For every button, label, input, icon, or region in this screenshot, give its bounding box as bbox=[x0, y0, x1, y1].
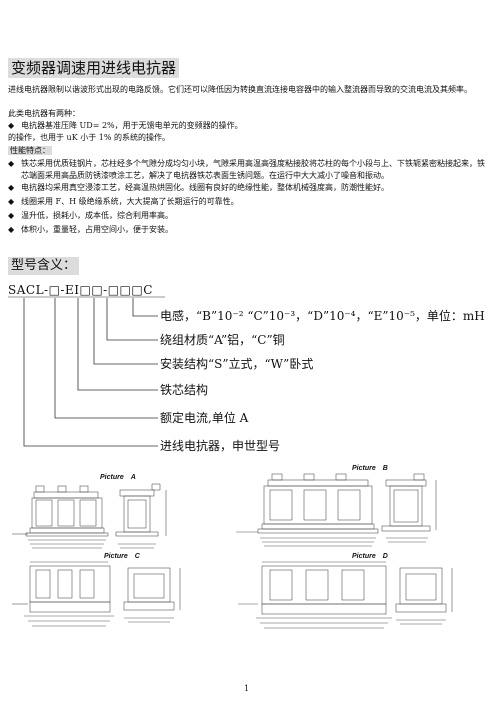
picture-d-caption: Picture D bbox=[352, 553, 388, 560]
model-connector-lines bbox=[8, 296, 165, 447]
feature-item-1: 铁芯采用优质硅钢片，芯柱经多个气隙分成均匀小块，气隙采用高温高强度粘接胶将芯柱的… bbox=[8, 158, 490, 182]
drawing-picture-c bbox=[12, 561, 181, 627]
drawing-picture-b bbox=[236, 473, 437, 547]
page-number: 1 bbox=[244, 684, 250, 693]
model-label-rated-current: 额定电流,单位 A bbox=[160, 411, 249, 425]
feature-item-3: 线圈采用 F、H 级绝缘系统，大大提高了长期运行的可靠性。 bbox=[8, 196, 490, 208]
intro-paragraph-1: 进线电抗器限制以谐波形式出现的电路反馈。它们还可以降低因为转换直流连接电容器中的… bbox=[8, 85, 472, 94]
intro-bullet-1: 电抗器基准压降 UD= 2%，用于无馈电单元的变频器的操作。 bbox=[8, 120, 490, 132]
intro-paragraph-3: 的操作，也用于 uK 小于 1% 的系统的操作。 bbox=[8, 133, 170, 142]
feature-item-2: 电抗器均采用真空浸漆工艺，经高温热烘固化。线圈有良好的绝缘性能，整体机械强度高，… bbox=[8, 182, 490, 194]
intro-paragraph-2: 此类电抗器有两种： bbox=[8, 109, 80, 118]
model-code: SACL-□-EI□□-□□□C bbox=[8, 283, 153, 297]
model-label-inductance: 电感，“B”10⁻² “C”10⁻³，“D”10⁻⁴，“E”10⁻⁵，单位：mH bbox=[160, 309, 485, 323]
picture-c-caption: Picture C bbox=[104, 553, 140, 560]
model-label-core-structure: 铁芯结构 bbox=[160, 383, 209, 397]
features-heading: 性能特点： bbox=[8, 146, 52, 155]
model-label-series: 进线电抗器，申世型号 bbox=[160, 439, 281, 453]
feature-item-4: 温升低，损耗小，成本低，综合利用率高。 bbox=[8, 210, 490, 222]
feature-item-5: 体积小，重量轻，占用空间小，便于安装。 bbox=[8, 224, 490, 236]
picture-a-caption: Picture A bbox=[100, 474, 136, 481]
drawing-picture-a bbox=[12, 483, 167, 549]
picture-b-caption: Picture B bbox=[352, 465, 388, 472]
model-label-winding-material: 绕组材质“A”铝，“C”铜 bbox=[160, 333, 285, 347]
page-title: 变频器调速用进线电抗器 bbox=[8, 58, 180, 78]
technical-drawings bbox=[12, 473, 453, 629]
drawing-picture-d bbox=[238, 561, 453, 629]
model-heading: 型号含义： bbox=[8, 257, 80, 275]
model-label-mounting: 安装结构“S”立式，“W”卧式 bbox=[160, 357, 314, 371]
